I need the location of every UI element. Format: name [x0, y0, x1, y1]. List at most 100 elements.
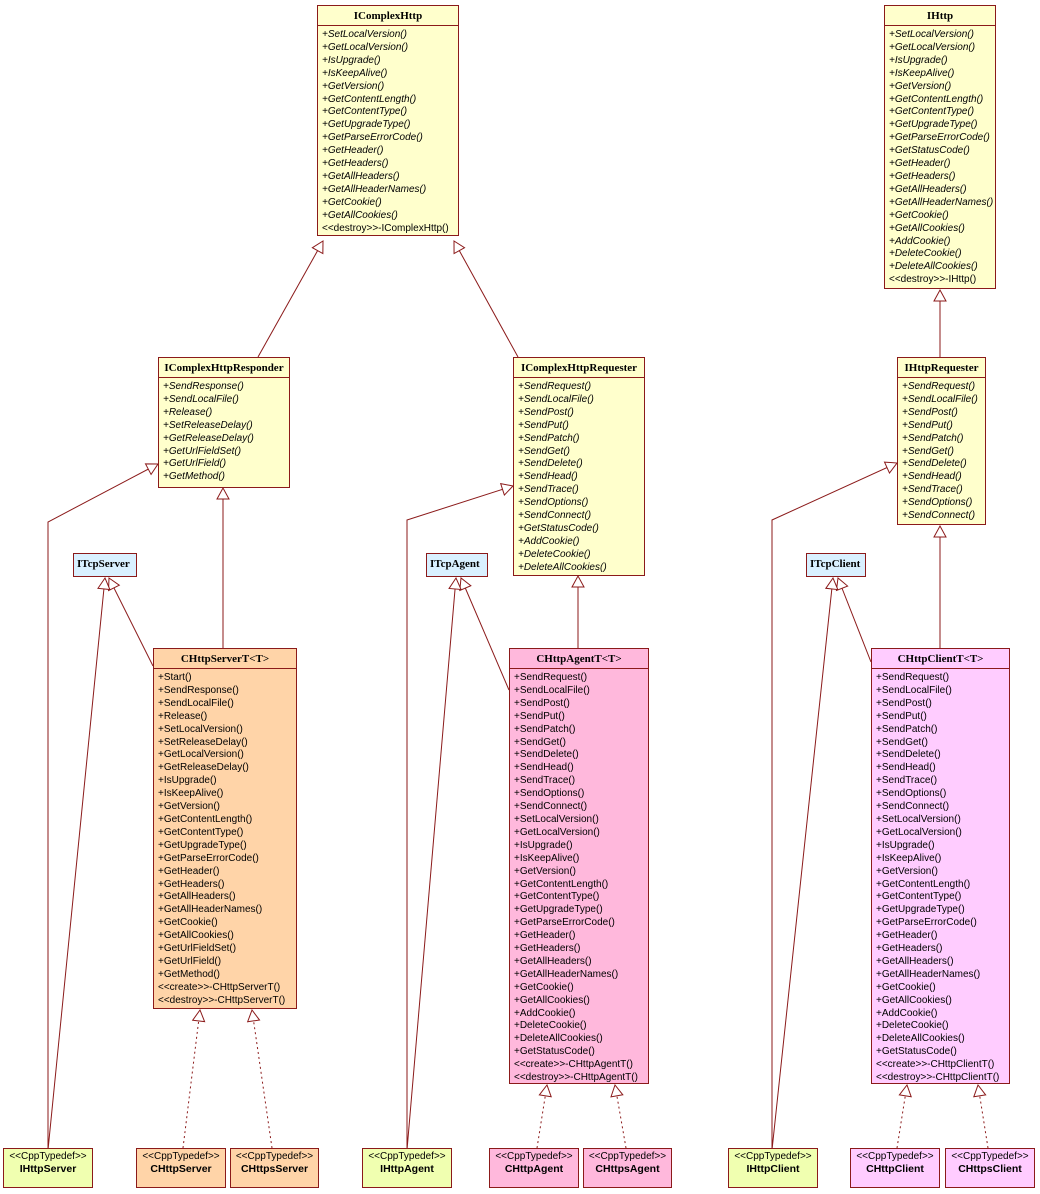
method-item: +DeleteCookie() [514, 1020, 587, 1032]
method-list: +SetLocalVersion()+GetLocalVersion()+IsU… [318, 26, 458, 239]
method-item: +SendHead() [902, 471, 962, 483]
method-item: +GetAllHeaderNames() [514, 968, 619, 980]
typedef-chttpsclient-link [973, 1083, 989, 1149]
method-item: +DeleteAllCookies() [514, 1033, 603, 1045]
method-item: +SendConnect() [518, 510, 592, 522]
method-item: +GetAllHeaders() [158, 891, 236, 903]
method-list: +SendRequest()+SendLocalFile()+SendPost(… [872, 669, 1009, 1088]
method-item: +IsKeepAlive() [322, 67, 388, 79]
realization-server-itcpserver [108, 577, 154, 667]
class-chttpagentt[interactable]: CHttpAgentT<T> +SendRequest()+SendLocalF… [509, 648, 649, 1084]
method-item: +GetAllHeaderNames() [889, 196, 994, 208]
method-item: +GetCookie() [889, 209, 949, 221]
method-item: +SendTrace() [514, 775, 576, 787]
typedef-ihttpagent[interactable]: <<CppTypedef>> IHttpAgent [362, 1148, 452, 1188]
method-item: +SendGet() [514, 736, 566, 748]
typedef-name: IHttpServer [19, 1163, 77, 1175]
interface-ihttp[interactable]: IHttp +SetLocalVersion()+GetLocalVersion… [884, 5, 996, 289]
method-item: +SendPost() [518, 406, 574, 418]
method-item: +IsKeepAlive() [158, 788, 224, 800]
method-item: +SendRequest() [902, 381, 976, 392]
method-item: +GetUpgradeType() [158, 839, 247, 851]
method-item: +GetHeader() [514, 930, 576, 942]
method-item: +SendTrace() [518, 484, 579, 496]
typedef-chttpsclient[interactable]: <<CppTypedef>> CHttpsClient [945, 1148, 1035, 1188]
typedef-name: CHttpClient [866, 1163, 924, 1175]
typedef-ihttpclient[interactable]: <<CppTypedef>> IHttpClient [728, 1148, 818, 1188]
method-item: +GetContentType() [876, 891, 962, 903]
interface-icomplexhttp[interactable]: IComplexHttp +SetLocalVersion()+GetLocal… [317, 5, 459, 236]
method-item: +GetAllHeaders() [322, 170, 400, 182]
typedef-chttpclient[interactable]: <<CppTypedef>> CHttpClient [850, 1148, 940, 1188]
method-item: +SendConnect() [876, 801, 950, 813]
method-item: +SendLocalFile() [514, 684, 590, 696]
method-item: +SendTrace() [902, 484, 963, 496]
method-item: +SendLocalFile() [163, 393, 239, 405]
method-item: +SendLocalFile() [158, 697, 234, 709]
interface-ihttprequester[interactable]: IHttpRequester +SendRequest()+SendLocalF… [897, 357, 986, 525]
interface-icomplexhttpresponder[interactable]: IComplexHttpResponder +SendResponse()+Se… [158, 357, 290, 488]
method-item: +DeleteCookie() [518, 548, 591, 560]
method-item: +SendOptions() [518, 497, 589, 509]
interface-icomplexhttprequester[interactable]: IComplexHttpRequester +SendRequest()+Sen… [513, 357, 645, 576]
method-item: +GetHeader() [158, 865, 220, 877]
generalization-ihttpagent-itcpagent [406, 576, 462, 1151]
method-list: +SendRequest()+SendLocalFile()+SendPost(… [898, 378, 985, 526]
method-item: +SendRequest() [518, 381, 592, 392]
method-item: +IsUpgrade() [876, 839, 935, 851]
class-title: IComplexHttp [318, 6, 458, 26]
typedef-name: IHttpAgent [380, 1163, 434, 1175]
method-item: +GetAllHeaderNames() [322, 183, 427, 195]
method-item: +SetLocalVersion() [158, 723, 243, 735]
method-item: +GetHeaders() [876, 943, 943, 955]
typedef-chttpsagent[interactable]: <<CppTypedef>> CHttpsAgent [583, 1148, 672, 1188]
method-item: +SendOptions() [514, 788, 585, 800]
method-item: +SendLocalFile() [902, 393, 978, 405]
method-item: +GetUpgradeType() [322, 119, 411, 131]
typedef-name: CHttpServer [150, 1163, 212, 1175]
method-item: +Release() [158, 710, 208, 722]
typedef-chttpserver-link [182, 1008, 206, 1149]
method-item: +GetCookie() [876, 981, 936, 993]
class-title: CHttpServerT<T> [154, 649, 296, 669]
typedef-name: CHttpsServer [240, 1163, 309, 1175]
typedef-stereotype: <<CppTypedef>> [235, 1151, 314, 1162]
method-item: +GetContentLength() [876, 878, 971, 890]
method-item: +Start() [158, 672, 192, 683]
method-item: +GetContentType() [158, 826, 244, 838]
method-item: <<destroy>>-CHttpClientT() [876, 1072, 1000, 1084]
class-chttpservert[interactable]: CHttpServerT<T> +Start()+SendResponse()+… [153, 648, 297, 1009]
method-item: +SendResponse() [158, 684, 239, 696]
method-list: +SendResponse()+SendLocalFile()+Release(… [159, 378, 289, 487]
method-item: +GetReleaseDelay() [158, 762, 249, 774]
typedef-stereotype: <<CppTypedef>> [9, 1151, 87, 1162]
method-item: +IsKeepAlive() [514, 852, 580, 864]
interface-itcpclient[interactable]: ITcpClient [806, 553, 866, 577]
method-item: +SetReleaseDelay() [158, 736, 248, 748]
method-item: +SendTrace() [876, 775, 938, 787]
method-item: +SendRequest() [514, 672, 588, 683]
method-item: +SetReleaseDelay() [163, 419, 253, 431]
method-item: +GetVersion() [889, 80, 952, 92]
generalization-ihttpserver-itcpserver [47, 576, 111, 1151]
class-title: IHttp [885, 6, 995, 26]
method-item: +GetContentType() [889, 106, 975, 118]
method-item: +SendPatch() [902, 432, 964, 444]
method-item: <<destroy>>-CHttpServerT() [158, 994, 286, 1006]
method-item: +SendDelete() [902, 458, 967, 470]
method-item: +SendPatch() [514, 723, 576, 735]
interface-itcpserver[interactable]: ITcpServer [73, 553, 137, 577]
interface-itcpagent[interactable]: ITcpAgent [426, 553, 488, 577]
method-item: <<create>>-CHttpServerT() [158, 981, 281, 993]
typedef-chttpagent[interactable]: <<CppTypedef>> CHttpAgent [489, 1148, 579, 1188]
typedef-ihttpserver[interactable]: <<CppTypedef>> IHttpServer [3, 1148, 93, 1188]
typedef-chttpserver[interactable]: <<CppTypedef>> CHttpServer [136, 1148, 226, 1188]
class-title: CHttpClientT<T> [872, 649, 1009, 669]
typedef-chttpsserver-link [246, 1008, 273, 1149]
typedef-chttpsserver[interactable]: <<CppTypedef>> CHttpsServer [230, 1148, 319, 1188]
class-chttpclientt[interactable]: CHttpClientT<T> +SendRequest()+SendLocal… [871, 648, 1010, 1084]
method-item: +GetStatusCode() [518, 522, 599, 534]
method-item: +GetContentLength() [158, 813, 253, 825]
method-item: +GetLocalVersion() [889, 41, 976, 53]
